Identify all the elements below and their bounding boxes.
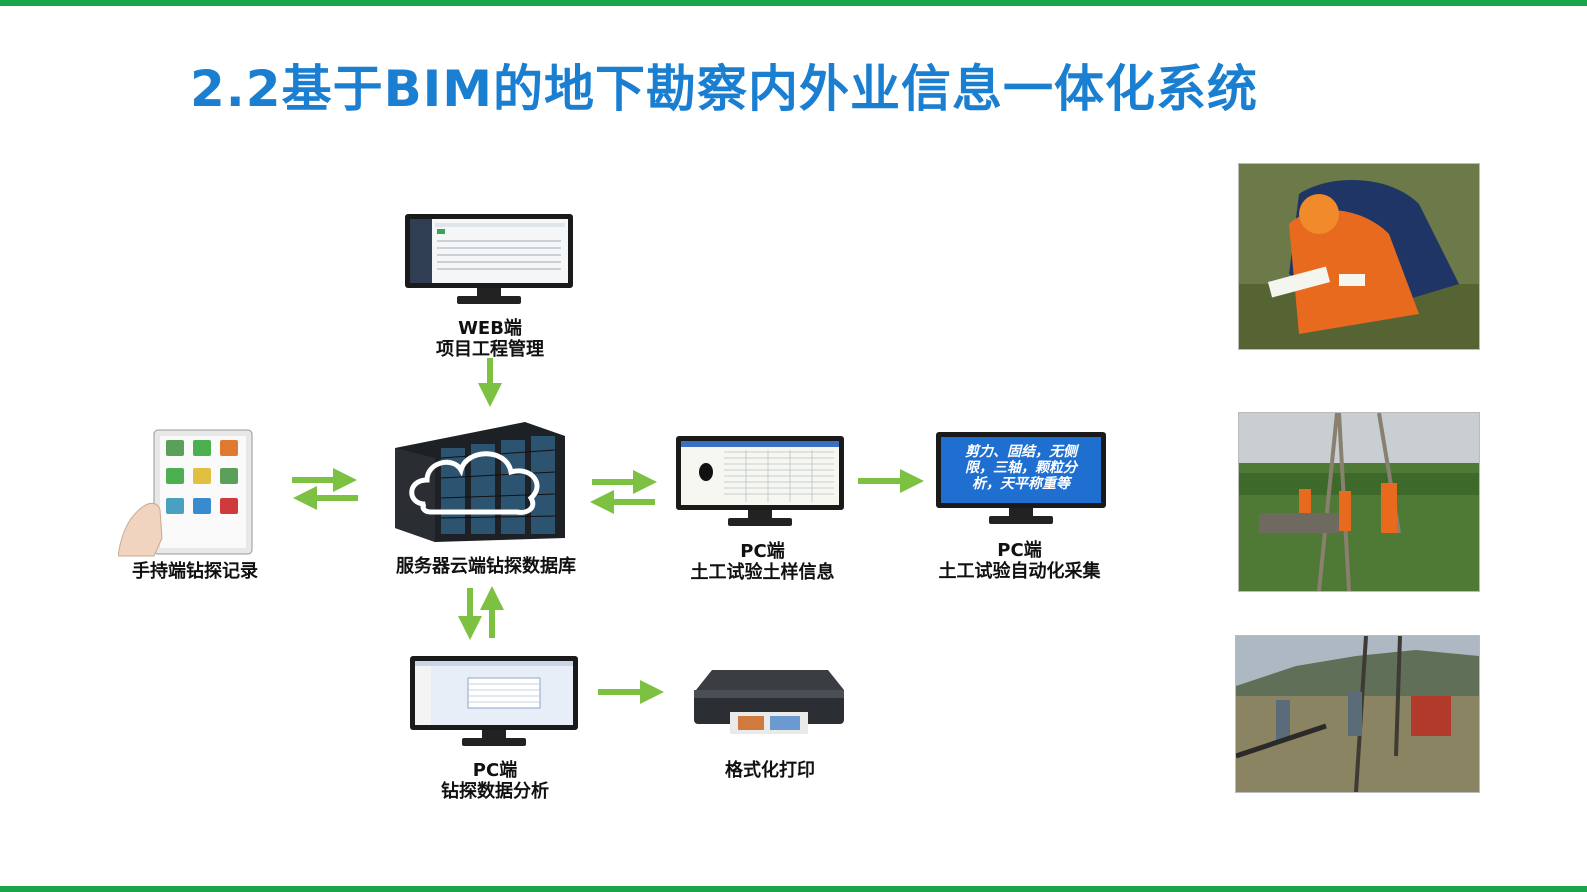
top-accent-bar bbox=[0, 0, 1587, 6]
pc-auto-node: 剪力、固结，无侧 限，三轴，颗粒分 析，天平称重等 bbox=[936, 432, 1106, 528]
web-node bbox=[405, 214, 573, 308]
handheld-label: 手持端钻探记录 bbox=[105, 561, 285, 582]
pc-drill-node bbox=[410, 656, 578, 750]
pc-drill-label-line2: 钻探数据分析 bbox=[441, 781, 549, 802]
bottom-accent-bar bbox=[0, 886, 1587, 892]
handheld-label-line1: 手持端钻探记录 bbox=[132, 561, 258, 582]
drilling-crew-photo bbox=[1235, 635, 1480, 793]
pc-soil-label-line2: 土工试验土样信息 bbox=[690, 562, 835, 583]
pc-auto-label: PC端 土工试验自动化采集 bbox=[912, 540, 1127, 582]
printer-icon bbox=[694, 670, 844, 734]
pc-auto-label-line2: 土工试验自动化采集 bbox=[938, 561, 1101, 582]
pc-drill-label: PC端 钻探数据分析 bbox=[405, 760, 585, 802]
pc-auto-label-line1: PC端 bbox=[997, 540, 1042, 561]
server-label-line1: 服务器云端钻探数据库 bbox=[396, 556, 576, 577]
web-label-line1: WEB端 bbox=[458, 318, 522, 339]
monitor-icon bbox=[405, 214, 573, 304]
tablet-icon bbox=[118, 429, 253, 557]
handheld-node bbox=[118, 428, 258, 558]
web-label-line2: 项目工程管理 bbox=[436, 339, 544, 360]
page-title: 2.2基于BIM的地下勘察内外业信息一体化系统 bbox=[190, 60, 1259, 118]
pc-soil-label-line1: PC端 bbox=[740, 541, 785, 562]
pc-soil-label: PC端 土工试验土样信息 bbox=[665, 541, 860, 583]
printer-label-line1: 格式化打印 bbox=[725, 760, 815, 781]
field-record-photo bbox=[1238, 163, 1480, 350]
drilling-rig-photo bbox=[1238, 412, 1480, 592]
server-node bbox=[395, 418, 570, 543]
monitor-icon bbox=[936, 432, 1106, 524]
printer-node bbox=[690, 662, 848, 738]
screen-text-line1: 剪力、固结，无侧 bbox=[965, 444, 1077, 460]
monitor-icon bbox=[410, 656, 578, 746]
screen-text-line2: 限，三轴，颗粒分 bbox=[965, 460, 1077, 476]
pc-drill-label-line1: PC端 bbox=[472, 760, 518, 781]
screen-text-line3: 析，天平称重等 bbox=[972, 476, 1070, 492]
cloud-server-icon bbox=[395, 422, 565, 542]
pc-auto-screen-text: 剪力、固结，无侧 限，三轴，颗粒分 析，天平称重等 bbox=[946, 444, 1096, 492]
web-label: WEB端 项目工程管理 bbox=[400, 318, 580, 360]
pc-soil-node bbox=[676, 436, 844, 530]
server-label: 服务器云端钻探数据库 bbox=[375, 556, 597, 577]
printer-label: 格式化打印 bbox=[680, 760, 860, 781]
monitor-icon bbox=[676, 436, 844, 526]
